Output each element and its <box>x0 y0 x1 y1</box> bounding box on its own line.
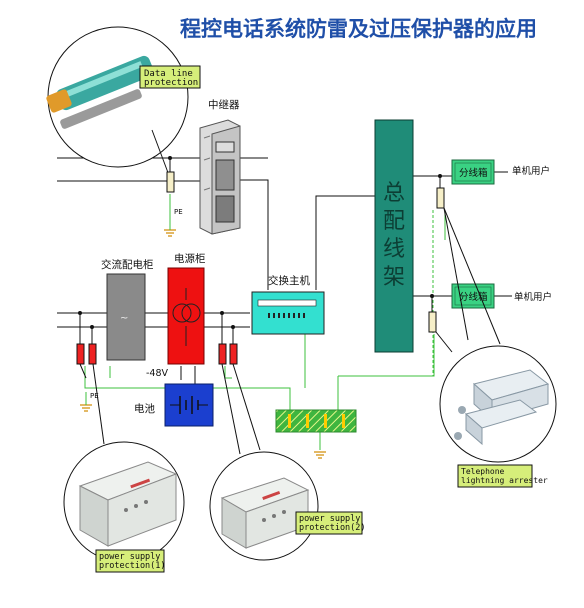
battery-label: 电池 <box>134 402 155 415</box>
distribution-box-1-label: 分线箱 <box>459 167 488 179</box>
repeater-label: 中继器 <box>208 98 240 111</box>
telephone-arrester-label <box>457 464 533 488</box>
power-protection-2-label <box>295 511 363 535</box>
data-line-protection-label <box>139 65 201 89</box>
ground-symbol <box>80 229 326 459</box>
power-arresters-1 <box>76 311 97 365</box>
data-line-protector-image <box>46 55 154 129</box>
distribution-box-1 <box>451 159 495 185</box>
data-line-protection-text-1: Data line <box>144 69 193 79</box>
diagram-title: 程控电话系统防雷及过压保护器的应用 <box>180 17 537 41</box>
distribution-box-2-label: 分线箱 <box>459 291 488 303</box>
svg-text:~: ~ <box>120 313 128 324</box>
power-cabinet-label: 电源柜 <box>174 252 206 265</box>
voltage-label: -48V <box>146 368 169 379</box>
power-protection-1-image <box>78 461 178 547</box>
power-protection-2-text-1: power supply <box>299 514 360 524</box>
single-user-1-label: 单机用户 <box>512 165 550 177</box>
mdf-char-4: 架 <box>383 265 405 290</box>
mdf-char-3: 线 <box>383 237 405 262</box>
telephone-arrester-text-2: lightning arrester <box>461 476 548 485</box>
switch-host-label: 交换主机 <box>268 274 310 287</box>
mdf-char-1: 总 <box>383 181 405 206</box>
ac-cabinet <box>106 273 146 361</box>
power-arresters-2 <box>218 311 238 365</box>
ac-cabinet-label: 交流配电柜 <box>101 258 154 271</box>
pe-label-top: PE <box>174 208 183 216</box>
phone-arrester-2 <box>428 311 437 333</box>
telephone-arrester-image <box>454 369 550 446</box>
power-protection-1-label <box>95 549 165 573</box>
telephone-arrester-text-1: Telephone <box>461 467 505 476</box>
repeater-rack <box>199 119 241 235</box>
power-protection-1-text-2: protection(1) <box>99 561 166 571</box>
data-line-arrester <box>166 171 175 193</box>
main-distribution-frame <box>374 119 414 353</box>
pe-label-bottom: PE <box>90 392 99 400</box>
mdf-char-2: 配 <box>383 209 405 234</box>
data-line-protection-text-2: protection <box>144 78 198 88</box>
power-protection-1-text-1: power supply <box>99 552 160 562</box>
ground-bar <box>275 409 357 433</box>
phone-arrester-1 <box>436 187 445 209</box>
power-protection-2-text-2: protection(2) <box>299 523 366 533</box>
power-protection-2-image <box>220 477 310 549</box>
single-user-2-label: 单机用户 <box>514 291 552 303</box>
